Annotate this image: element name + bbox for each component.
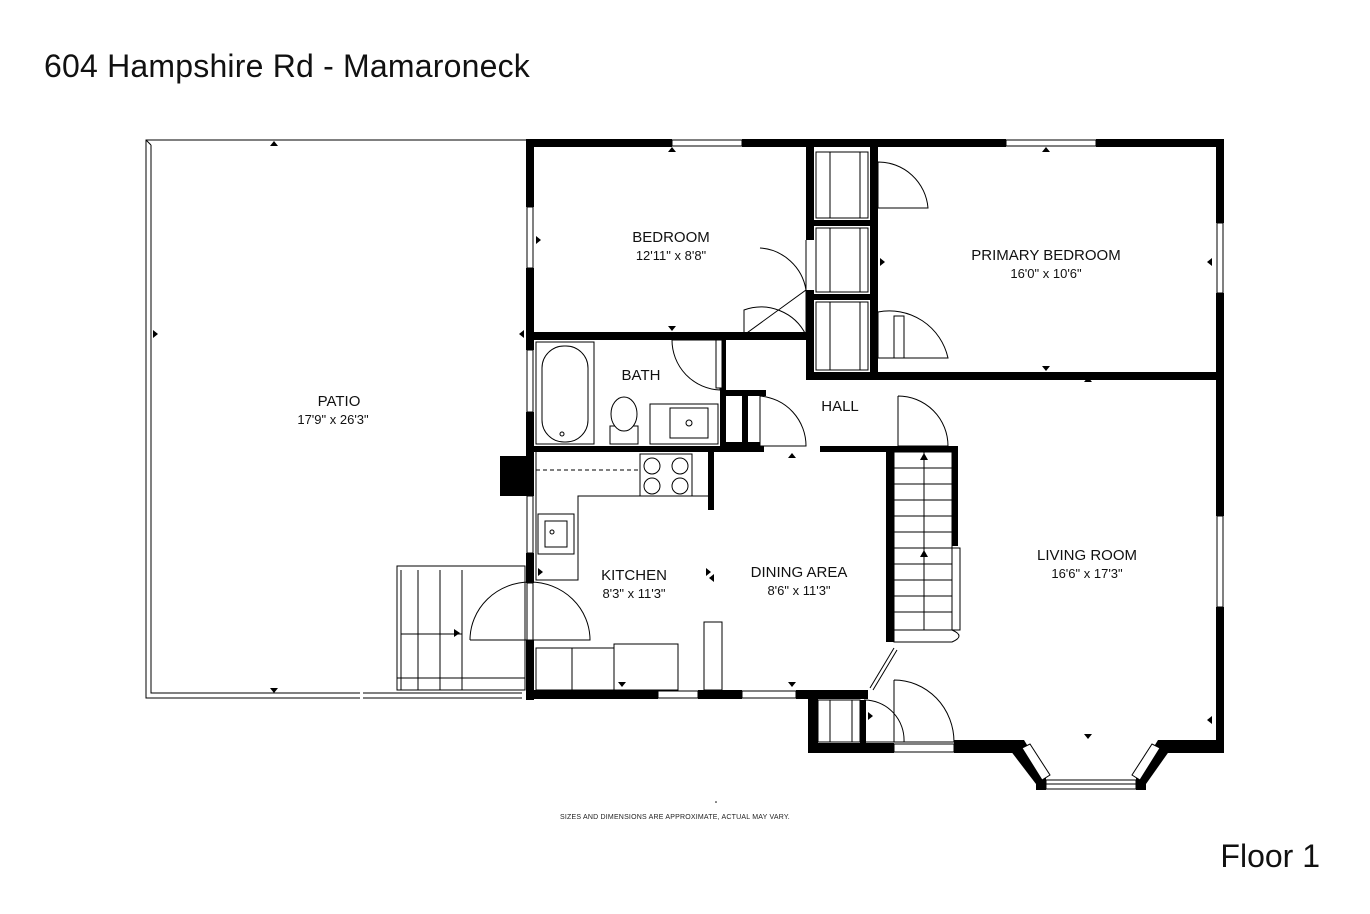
- room-living-name: LIVING ROOM: [1037, 547, 1137, 564]
- measure-ticks: [153, 141, 1212, 739]
- center-dot: [715, 801, 717, 803]
- room-hall-name: HALL: [821, 398, 859, 415]
- exterior-walls: [500, 139, 1224, 790]
- windows: [526, 139, 1224, 753]
- room-dining-dims: 8'6" x 11'3": [767, 583, 830, 598]
- kitchen-fixtures: [535, 452, 723, 691]
- room-kitchen-name: KITCHEN: [601, 567, 667, 584]
- room-bath-name: BATH: [622, 367, 661, 384]
- room-labels: PATIO 17'9" x 26'3" BEDROOM 12'11" x 8'8…: [297, 229, 1137, 601]
- room-bedroom-dims: 12'11" x 8'8": [636, 248, 707, 263]
- room-patio-dims: 17'9" x 26'3": [297, 412, 369, 427]
- closets: [815, 151, 869, 743]
- room-kitchen-dims: 8'3" x 11'3": [602, 586, 665, 601]
- room-primary-name: PRIMARY BEDROOM: [971, 247, 1120, 264]
- disclaimer-text: SIZES AND DIMENSIONS ARE APPROXIMATE, AC…: [560, 814, 790, 821]
- doors: [469, 161, 955, 743]
- bath-fixtures: [535, 341, 719, 445]
- room-dining-name: DINING AREA: [751, 564, 848, 581]
- stairs: [893, 451, 961, 643]
- room-living-dims: 16'6" x 17'3": [1051, 566, 1123, 581]
- floor-label: Floor 1: [1220, 838, 1320, 874]
- page-title: 604 Hampshire Rd - Mamaroneck: [44, 48, 530, 84]
- room-patio-name: PATIO: [318, 393, 361, 410]
- interior-walls: [526, 145, 1224, 746]
- patio-steps: [396, 565, 526, 691]
- room-primary-dims: 16'0" x 10'6": [1010, 266, 1082, 281]
- patio-outline: [145, 139, 527, 699]
- room-bedroom-name: BEDROOM: [632, 229, 710, 246]
- bay-windows: [1021, 743, 1161, 790]
